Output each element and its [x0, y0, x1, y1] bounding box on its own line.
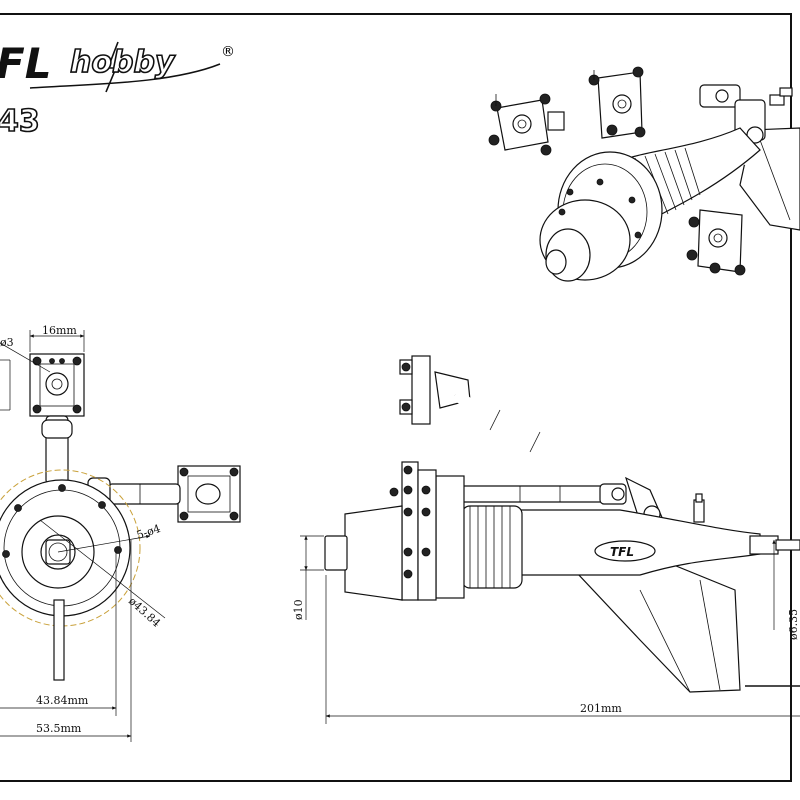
logo-registered-mark: ® [221, 44, 235, 60]
logo-model-number: 43 [0, 104, 40, 139]
brand-logo: FL hobby ® 43 [0, 39, 235, 140]
dim-hole-top: ø3 [0, 336, 14, 349]
logo-brand-main: FL [0, 39, 51, 88]
dim-outer-width: 53.5mm [36, 722, 82, 735]
front-view: 16mm ø3 5-ø4 ø43.84 43.84mm 53.5mm [0, 324, 241, 742]
side-badge-text: TFL [610, 545, 634, 559]
dim-output-dia: ø6.35 [787, 609, 800, 640]
dim-flange-width: 16mm [42, 324, 77, 337]
logo-brand-script: hobby [70, 45, 176, 80]
side-view: TFL ø10 20 [292, 355, 800, 724]
dim-bolt-holes: 5-ø4 [135, 522, 162, 542]
logo-lightning [105, 41, 119, 93]
logo-swoosh [29, 63, 221, 89]
dim-inner-width: 43.84mm [36, 694, 89, 707]
drawing-frame [0, 13, 792, 782]
dim-shaft-dia: ø10 [292, 599, 305, 620]
dim-overall-length: 201mm [580, 702, 622, 715]
isometric-assembly-view [488, 66, 800, 282]
